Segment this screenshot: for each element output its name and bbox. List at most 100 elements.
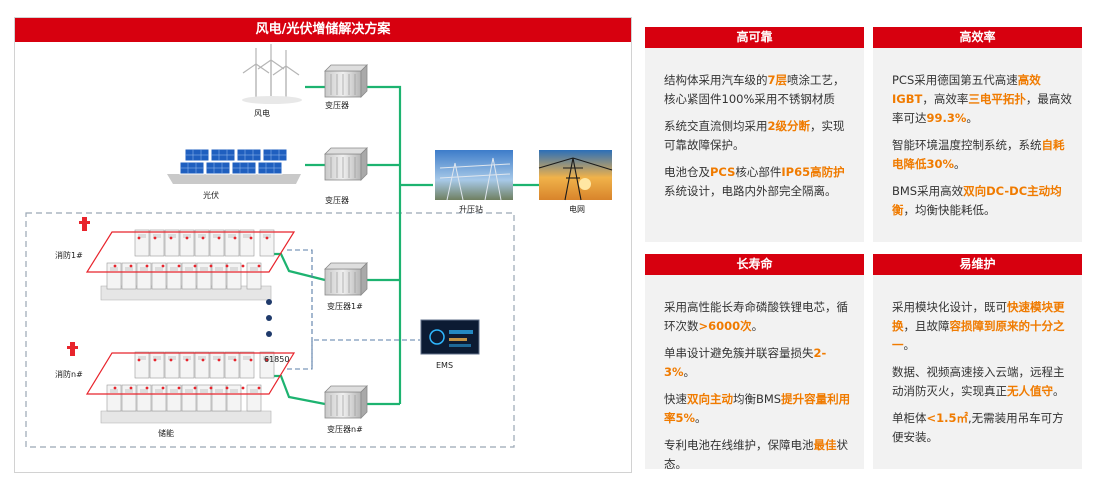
- highlight-text: 高效IGBT: [892, 73, 1041, 106]
- highlight-text: <1.5㎡: [926, 411, 969, 425]
- card-easy-maintenance: 易维护 采用模块化设计，既可快速模块更换，且故障容损障到原来的十分之一。数据、视…: [873, 254, 1082, 469]
- body-text: 数据、视频高速接入云端，远程主动消防灭火，实现真正: [892, 365, 1065, 398]
- card-paragraph: 系统交直流侧均采用2级分断，实现可靠故障保护。: [664, 117, 854, 155]
- card-body: 结构体采用汽车级的7层喷涂工艺，核心紧固件100%采用不锈钢材质系统交直流侧均采…: [664, 71, 854, 209]
- label-storage: 储能: [158, 429, 174, 438]
- highlight-text: 无人值守: [1007, 384, 1053, 398]
- label-fire-1: 消防1#: [55, 251, 83, 260]
- card-body: 采用高性能长寿命磷酸铁锂电芯，循环次数>6000次。单串设计避免簇并联容量损失2…: [664, 298, 854, 482]
- body-text: ，最高效率可达: [892, 92, 1072, 125]
- storage-area-boundary: [25, 212, 515, 448]
- body-text: 采用高性能长寿命磷酸铁锂电芯，循环次数: [664, 300, 848, 333]
- card-paragraph: 采用高性能长寿命磷酸铁锂电芯，循环次数>6000次。: [664, 298, 854, 336]
- card-paragraph: 智能环境温度控制系统，系统自耗电降低30%。: [892, 136, 1072, 174]
- highlight-text: 7层: [767, 73, 788, 87]
- card-title: 易维护: [873, 254, 1082, 275]
- body-text: 单柜体: [892, 411, 927, 425]
- label-substation: 升压站: [459, 205, 483, 214]
- label-transformer-wind: 变压器: [325, 101, 349, 110]
- system-diagram: [25, 43, 613, 448]
- highlight-text: 99.3%: [926, 111, 967, 125]
- label-transformer-pv: 变压器: [325, 196, 349, 205]
- highlight-text: 最佳: [813, 438, 837, 452]
- body-text: BMS采用高效: [892, 184, 964, 198]
- body-text: 状态。: [664, 438, 848, 471]
- body-text: 快速: [664, 392, 687, 406]
- body-text: ，高效率: [922, 92, 969, 106]
- highlight-text: 自耗电降低30%: [892, 138, 1065, 171]
- storage-group-n: [67, 342, 296, 424]
- card-body: 采用模块化设计，既可快速模块更换，且故障容损障到原来的十分之一。数据、视频高速接…: [892, 298, 1072, 455]
- transformer-pv: [324, 147, 368, 181]
- label-wind: 风电: [254, 109, 270, 118]
- transformer-1: [324, 262, 368, 296]
- storage-group-1: [79, 217, 296, 301]
- highlight-text: 提升容量利用率5%: [664, 392, 851, 425]
- body-text: 。: [903, 338, 916, 352]
- card-paragraph: BMS采用高效双向DC-DC主动均衡，均衡快能耗低。: [892, 182, 1072, 220]
- body-text: ，实现可靠故障保护。: [664, 119, 845, 152]
- highlight-text: 容损障到原来的十分之一: [892, 319, 1065, 352]
- card-long-life: 长寿命 采用高性能长寿命磷酸铁锂电芯，循环次数>6000次。单串设计避免簇并联容…: [645, 254, 864, 471]
- card-paragraph: 数据、视频高速接入云端，远程主动消防灭火，实现真正无人值守。: [892, 363, 1072, 401]
- highlight-text: 2-3%: [664, 346, 827, 379]
- power-lines: [270, 85, 539, 406]
- card-paragraph: PCS采用德国第五代高速高效IGBT，高效率三电平拓扑，最高效率可达99.3%。: [892, 71, 1072, 128]
- substation-photo: [435, 150, 513, 201]
- card-paragraph: 单柜体<1.5㎡,无需装用吊车可方便安装。: [892, 409, 1072, 447]
- communication-lines: [287, 249, 420, 370]
- body-text: 智能环境温度控制系统，系统: [892, 138, 1042, 152]
- body-text: 电池仓及: [664, 165, 710, 179]
- body-text: ,无需装用吊车可方便安装。: [892, 411, 1064, 444]
- pv-array: [167, 148, 301, 184]
- highlight-text: 双向DC-DC主动均衡: [892, 184, 1062, 217]
- body-text: 喷涂工艺，核心紧固件100%采用不锈钢材质: [664, 73, 845, 106]
- card-paragraph: 电池仓及PCS核心部件IP65高防护系统设计，电路内外部完全隔离。: [664, 163, 854, 201]
- card-body: PCS采用德国第五代高速高效IGBT，高效率三电平拓扑，最高效率可达99.3%。…: [892, 71, 1072, 228]
- label-transformer-n: 变压器n#: [327, 425, 363, 434]
- grid-photo: [538, 150, 613, 201]
- ems-screen: [420, 319, 480, 355]
- body-text: 。: [966, 111, 978, 125]
- card-title: 高效率: [873, 27, 1082, 48]
- continuation-dots: [266, 299, 272, 337]
- label-transformer-1: 变压器1#: [327, 302, 363, 311]
- body-text: ，均衡快能耗低。: [903, 203, 996, 217]
- card-title: 高可靠: [645, 27, 864, 48]
- body-text: 。: [695, 411, 707, 425]
- label-grid: 电网: [569, 205, 585, 214]
- wind-turbines: [242, 43, 302, 104]
- body-text: 专利电池在线维护，保障电池: [664, 438, 814, 452]
- highlight-text: 快速模块更换: [892, 300, 1065, 333]
- card-high-efficiency: 高效率 PCS采用德国第五代高速高效IGBT，高效率三电平拓扑，最高效率可达99…: [873, 27, 1082, 242]
- body-text: 均衡BMS: [733, 392, 782, 406]
- highlight-text: 双向主动: [687, 392, 733, 406]
- card-paragraph: 采用模块化设计，既可快速模块更换，且故障容损障到原来的十分之一。: [892, 298, 1072, 355]
- card-paragraph: 结构体采用汽车级的7层喷涂工艺，核心紧固件100%采用不锈钢材质: [664, 71, 854, 109]
- highlight-text: IP65高防护: [781, 165, 845, 179]
- label-fire-n: 消防n#: [55, 370, 83, 379]
- card-paragraph: 专利电池在线维护，保障电池最佳状态。: [664, 436, 854, 474]
- body-text: 。: [954, 157, 966, 171]
- label-protocol-61850: 61850: [264, 355, 290, 364]
- body-text: 核心部件: [735, 165, 782, 179]
- label-pv: 光伏: [203, 191, 219, 200]
- card-paragraph: 单串设计避免簇并联容量损失2-3%。: [664, 344, 854, 382]
- highlight-text: >6000次: [698, 319, 752, 333]
- body-text: 。: [683, 365, 696, 379]
- body-text: ，且故障: [903, 319, 950, 333]
- body-text: 采用模块化设计，既可: [892, 300, 1007, 314]
- card-title: 长寿命: [645, 254, 864, 275]
- highlight-text: 三电平拓扑: [968, 92, 1026, 106]
- label-ems: EMS: [436, 361, 454, 370]
- body-text: 。: [751, 319, 764, 333]
- highlight-text: 2级分断: [767, 119, 811, 133]
- body-text: 系统设计，电路内外部完全隔离。: [664, 184, 837, 198]
- transformer-n: [324, 385, 368, 419]
- body-text: PCS采用德国第五代高速: [892, 73, 1018, 87]
- body-text: 结构体采用汽车级的: [664, 73, 768, 87]
- solution-diagram-panel: 风电/光伏增储解决方案: [14, 17, 632, 473]
- card-paragraph: 快速双向主动均衡BMS提升容量利用率5%。: [664, 390, 854, 428]
- body-text: 单串设计避免簇并联容量损失: [664, 346, 814, 360]
- highlight-text: PCS: [710, 165, 736, 179]
